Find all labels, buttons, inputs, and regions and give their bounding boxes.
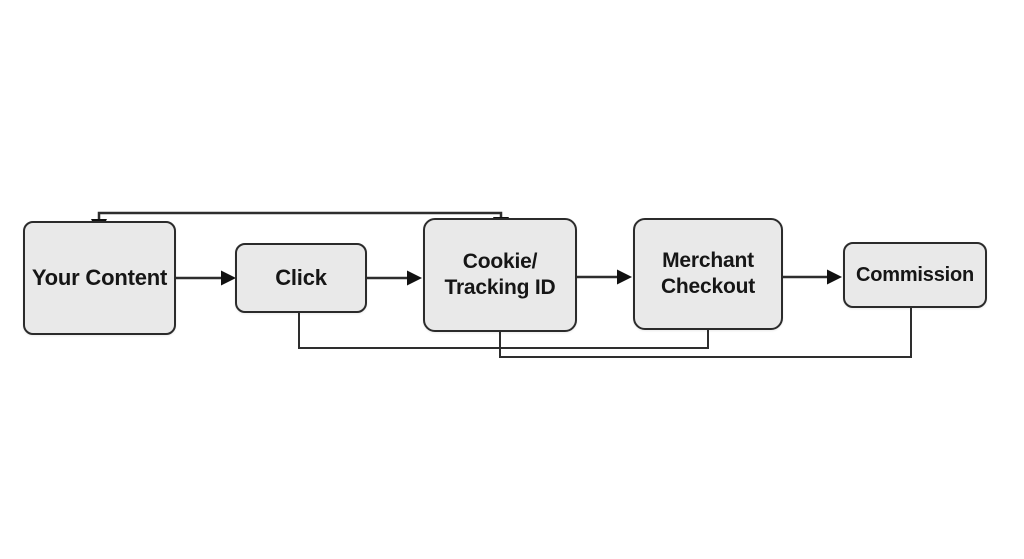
node-commission: Commission	[843, 242, 987, 308]
arrowhead-to-merchant	[617, 269, 632, 285]
arrowhead-to-commission	[827, 269, 842, 285]
node-your-content: Your Content	[23, 221, 176, 335]
node-click: Click	[235, 243, 367, 313]
node-commission-label: Commission	[855, 263, 975, 286]
node-cookie-label-line1: Cookie/	[462, 250, 538, 274]
arrowhead-to-click	[221, 270, 236, 286]
arrowhead-to-cookie	[407, 270, 422, 286]
node-click-label: Click	[275, 264, 327, 290]
node-merchant-checkout: Merchant Checkout	[633, 218, 783, 330]
node-cookie-tracking-id: Cookie/ Tracking ID	[423, 218, 577, 332]
node-your-content-label: Your Content	[31, 264, 168, 290]
node-cookie-label-line2: Tracking ID	[444, 276, 556, 299]
node-merchant-label-line1: Merchant	[662, 249, 754, 273]
node-merchant-label-line2: Checkout	[660, 275, 756, 298]
